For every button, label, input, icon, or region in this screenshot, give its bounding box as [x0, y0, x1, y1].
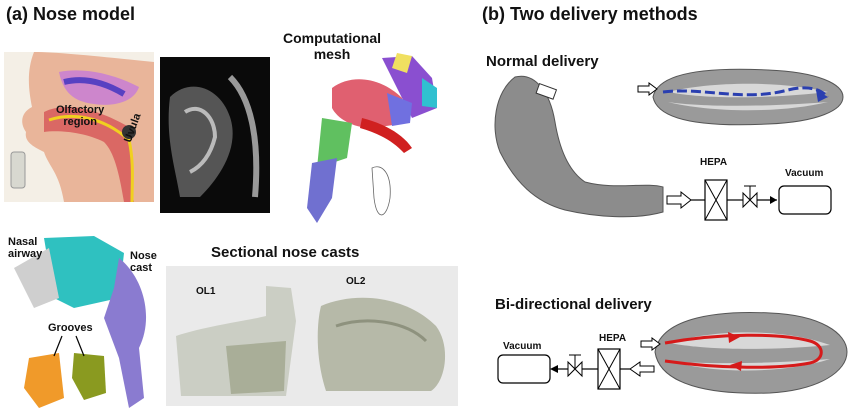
bidirectional-hepa-label: HEPA — [599, 333, 627, 344]
nose-cast-label: Nose cast — [130, 250, 157, 275]
ct-slice-drawing — [168, 74, 260, 198]
normal-vacuum-line — [666, 179, 832, 221]
ol2-label: OL2 — [346, 276, 366, 287]
panel-a-title: (a) Nose model — [6, 4, 136, 24]
olfactory-region-label: Olfactory region — [56, 104, 105, 129]
nose-lateral-view — [494, 75, 664, 218]
ol1-label: OL1 — [196, 286, 216, 297]
nose-cast-3d: Nasal airway Nose cast Grooves — [4, 228, 164, 413]
sectional-casts-photo: OL1 OL2 — [166, 266, 458, 406]
inlet-arrow-bidirectional — [640, 337, 661, 351]
normal-hepa-label: HEPA — [700, 157, 728, 168]
sectional-casts-drawing — [176, 286, 446, 396]
normal-nose-top-view — [652, 68, 844, 126]
bidirectional-nose-top-view — [654, 312, 848, 394]
ct-scan-image — [160, 57, 270, 213]
computational-mesh-drawing — [307, 53, 437, 223]
bidirectional-delivery-title: Bi-directional delivery — [495, 296, 652, 313]
grooves-arrows — [53, 335, 85, 357]
anatomy-illustration: Olfactory region Uvula — [4, 52, 155, 203]
mesh-title: Computational mesh — [283, 30, 381, 63]
normal-vacuum-label: Vacuum — [785, 168, 824, 179]
nozzle-device — [10, 151, 26, 189]
sectional-casts-title: Sectional nose casts — [211, 244, 360, 261]
grooves-label: Grooves — [48, 322, 93, 334]
nasal-airway-label: Nasal airway — [8, 236, 43, 261]
head-sagittal-drawing — [4, 52, 155, 203]
nose-cast-drawing — [14, 236, 147, 408]
panel-b-title: (b) Two delivery methods — [482, 4, 698, 24]
inlet-arrow-normal — [637, 82, 658, 96]
bidirectional-vacuum-line — [497, 348, 655, 390]
normal-delivery-title: Normal delivery — [486, 53, 599, 70]
bidirectional-vacuum-label: Vacuum — [503, 341, 542, 352]
